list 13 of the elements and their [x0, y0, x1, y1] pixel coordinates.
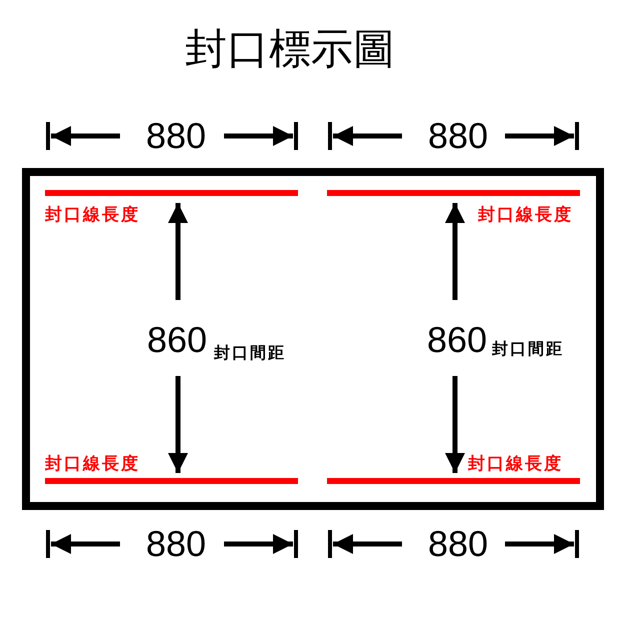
dimension-value: 880	[146, 526, 206, 562]
dimension-value: 880	[146, 118, 206, 154]
seal-length-label: 封口線長度	[468, 456, 563, 473]
dimension-value: 880	[428, 526, 488, 562]
dimension-value: 880	[428, 118, 488, 154]
seal-length-label: 封口線長度	[45, 456, 140, 473]
seal-length-label: 封口線長度	[478, 207, 573, 224]
title: 封口標示圖	[184, 28, 396, 70]
seal-spacing-label: 封口間距	[214, 345, 286, 361]
seal-spacing-label: 封口間距	[492, 341, 564, 357]
dimension-value: 860	[427, 322, 488, 358]
seal-length-label: 封口線長度	[45, 207, 140, 224]
dimension-value: 860	[147, 322, 208, 358]
